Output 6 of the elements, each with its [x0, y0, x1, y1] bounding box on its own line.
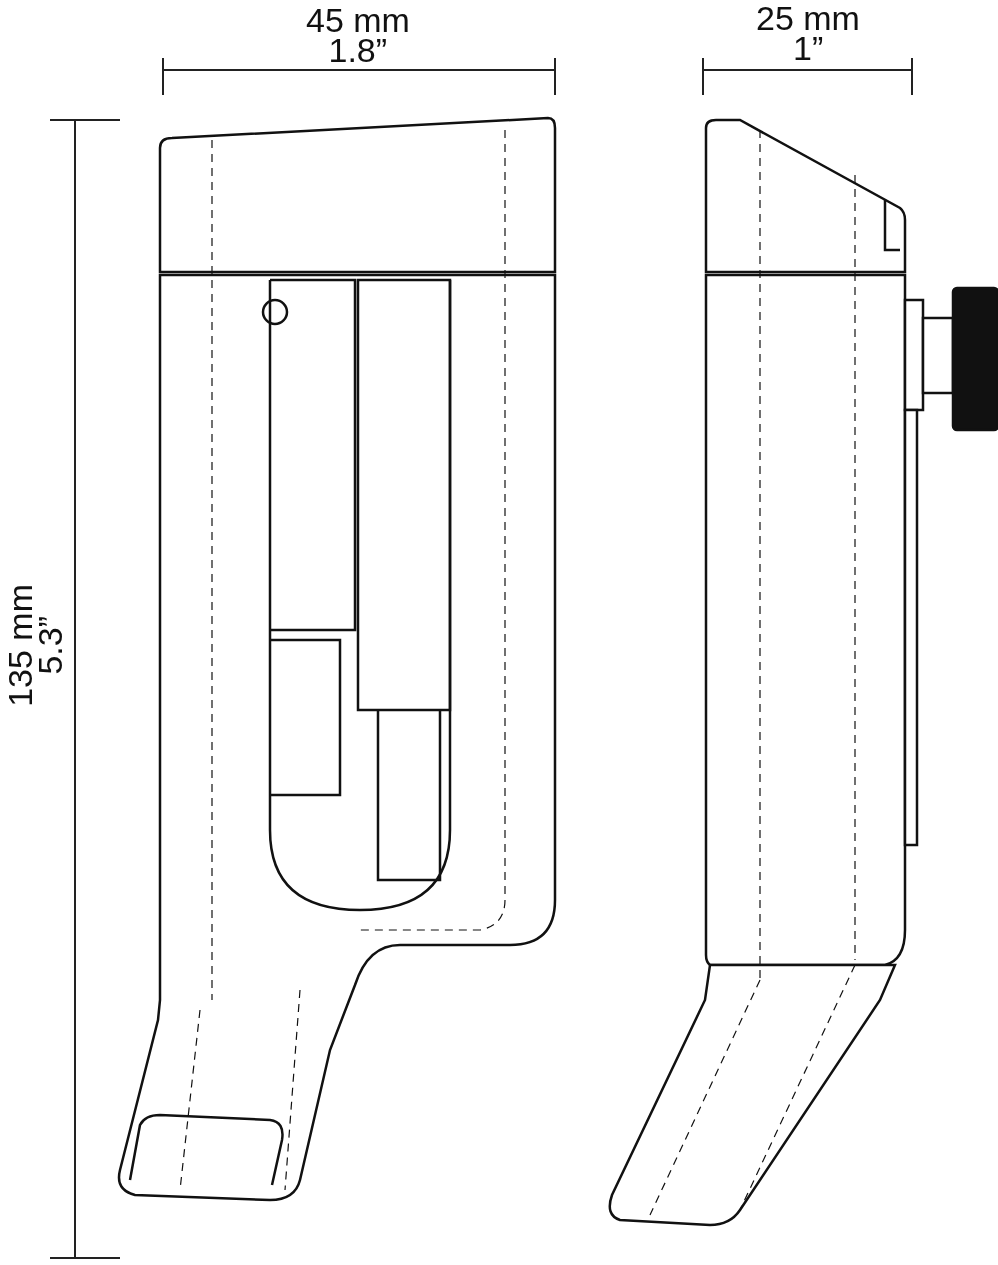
dimension-label: 1” [793, 33, 824, 63]
dimension-label: 1.8” [328, 35, 388, 65]
dimension-label: 45 mm [306, 5, 410, 35]
dimension-label: 135 mm [5, 583, 35, 707]
dimension-label: 25 mm [756, 3, 860, 33]
dimension-label: 5.3” [35, 615, 65, 675]
